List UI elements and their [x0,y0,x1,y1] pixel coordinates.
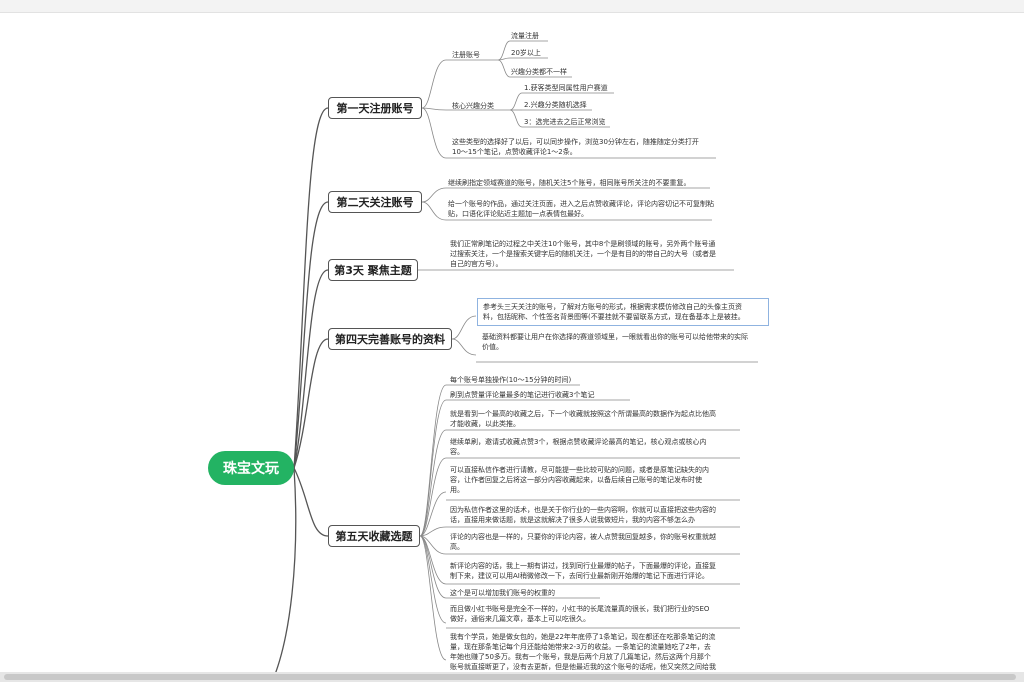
horizontal-scrollbar[interactable] [0,672,1024,682]
day5-note-1: 每个账号单独操作(10～15分钟的时间) [450,376,572,384]
day1-interest-label: 核心兴趣分类 [452,102,494,110]
day5-note-2: 刷到点赞量评论量最多的笔记进行收藏3个笔记 [450,391,595,399]
connector-root-day5 [293,467,329,537]
scrollbar-thumb[interactable] [4,674,1016,680]
topic-day3-focus[interactable]: 第3天 聚焦主题 [328,259,418,281]
connector-root-day2 [293,201,329,469]
root-node[interactable]: 珠宝文玩 [208,451,294,485]
window-top-bar [0,0,1024,13]
day1-reg-item-2: 20岁以上 [511,49,541,57]
connector-root-day3 [293,269,329,469]
day1-register-label: 注册账号 [452,51,480,59]
topic-day1-register[interactable]: 第一天注册账号 [328,97,422,119]
day5-note-4: 继续单刷，邀请式收藏点赞3个，根据点赞收藏评论最高的笔记，核心观点或核心内容。 [450,438,707,456]
day4-note-1-selected[interactable]: 参考头三天关注的账号，了解对方账号的形式，根据需求模仿修改自己的头像主页资料，包… [477,298,769,326]
connector-root-day4 [293,338,329,469]
day5-note-7: 评论的内容也是一样的，只要你的评论内容，被人点赞我回复越多，你的账号权重就越高。 [450,533,716,551]
connector-root-day1 [293,107,329,469]
day1-interest-item-3: 3：选完进去之后正常浏览 [524,118,606,126]
day3-note: 我们正常刷笔记的过程之中关注10个账号，其中8个是刷领域的账号，另外两个账号通过… [450,240,716,268]
day1-reg-item-3: 兴趣分类都不一样 [511,68,567,76]
topic-day4-profile[interactable]: 第四天完善账号的资料 [328,328,452,350]
day1-reg-item-1: 流量注册 [511,32,539,40]
day2-note-2: 给一个账号的作品，通过关注页面，进入之后点赞收藏评论，评论内容切记不可复制粘贴，… [448,200,714,218]
day5-note-5: 可以直接私信作者进行请教，尽可能提一些比较可贴的问题，或者是原笔记缺失的内容，让… [450,466,709,494]
topic-day5-collect[interactable]: 第五天收藏选题 [328,525,420,547]
topic-day2-follow[interactable]: 第二天关注账号 [328,191,422,213]
day4-note-2: 基础资料都要让用户在你选择的赛道领域里，一眼就看出你的账号可以给他带来的实际价值… [482,333,748,351]
day5-note-9: 这个是可以增加我们账号的权重的 [450,589,555,597]
day5-note-3: 就是看到一个最高的收藏之后，下一个收藏就按照这个所谓最高的数据作为起点比他高才能… [450,410,716,428]
day5-note-11: 我有个学员，她是做女包的，她是22年年底停了1条笔记，现在都还在吃那条笔记的流量… [450,633,716,671]
day5-note-6: 因为私信作者这里的话术，也是关于你行业的一些内容啊，你就可以直接把这些内容的话，… [450,506,716,524]
day2-note-1: 继续刷指定领域赛道的账号，随机关注5个账号，相同账号所关注的不要重复。 [448,179,691,187]
day1-interest-item-2: 2.兴趣分类随机选择 [524,101,587,109]
day1-interest-item-1: 1.获客类型同属性用户赛道 [524,84,608,92]
connector-root-day6 [271,467,297,682]
day5-note-8: 新评论内容的话，我上一期有讲过，找到同行业最爆的帖子，下面最爆的评论，直接复制下… [450,562,716,580]
